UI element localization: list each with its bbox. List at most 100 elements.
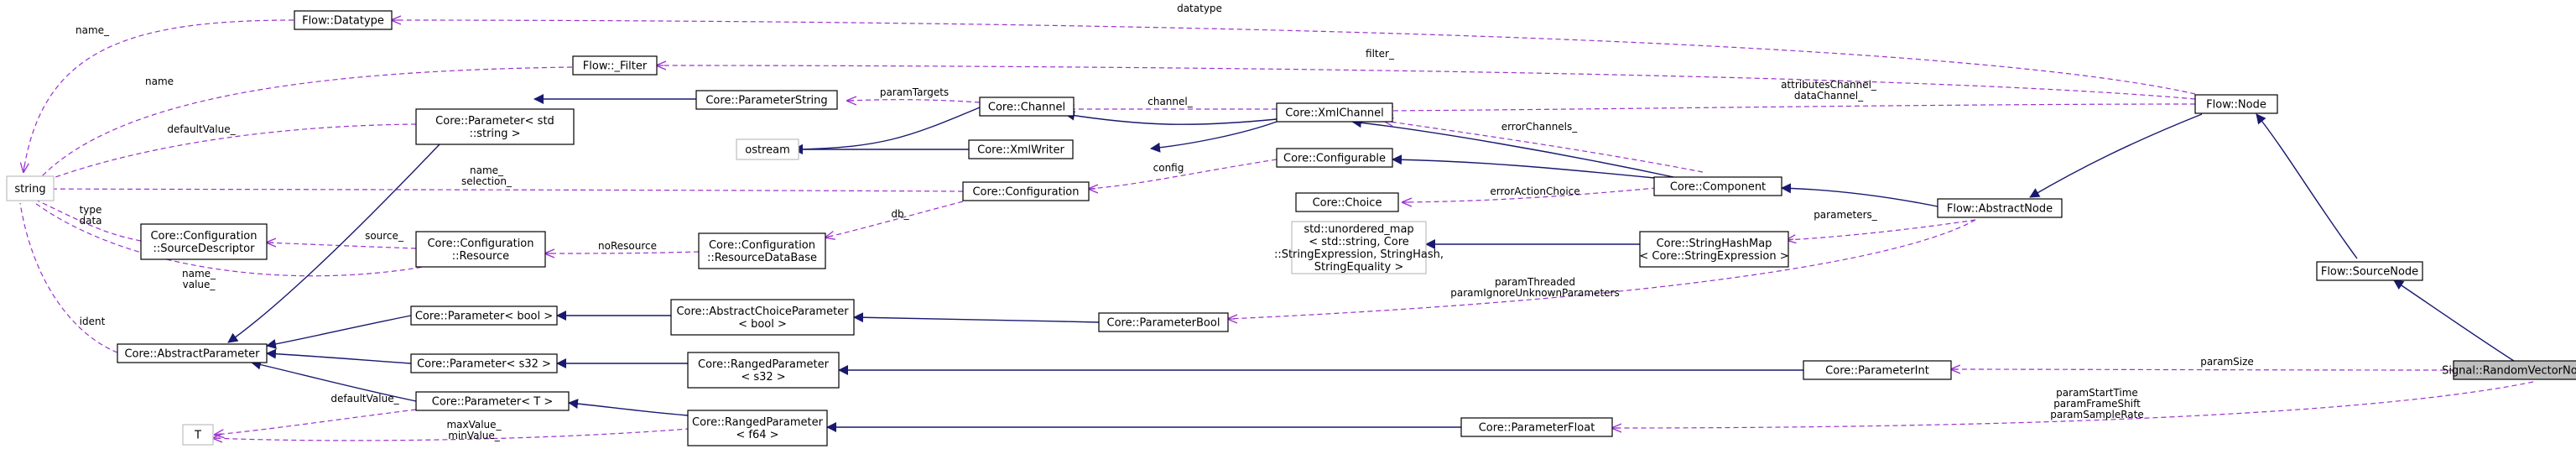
edge-label-error-channels: errorChannels_ <box>1501 121 1579 133</box>
node-core-configuration-resourcedatabase[interactable]: Core::Configuration::ResourceDataBase <box>698 232 826 269</box>
edge-label-line: paramTargets <box>880 86 949 98</box>
edge-label-config: config <box>1153 162 1184 174</box>
node-core-parameterbool[interactable]: Core::ParameterBool <box>1098 312 1229 332</box>
edge-label-line: parameters_ <box>1814 209 1878 221</box>
edge-filter <box>656 65 2196 100</box>
edge-error-action-choice <box>1402 185 1674 203</box>
edge-db <box>825 201 964 238</box>
edge-label-db: db_ <box>891 208 909 220</box>
node-box <box>1653 176 1782 196</box>
node-core-abstractchoiceparameter[interactable]: Core::AbstractChoiceParameter< bool > <box>670 299 855 336</box>
edge-label-param-targets: paramTargets <box>880 86 949 98</box>
edge-name-filter-string <box>41 66 573 177</box>
edge-labels: name_ datatype filter_ name paramTargets… <box>75 3 2254 441</box>
edge-label-line: paramIgnoreUnknownParameters <box>1450 287 1620 299</box>
edge-label-line: defaultValue_ <box>167 123 236 135</box>
node-core-xmlwriter[interactable]: Core::XmlWriter <box>968 139 1074 159</box>
node-box <box>962 181 1090 201</box>
node-label: ::ResourceDataBase <box>707 252 817 264</box>
edge-label-line: value_ <box>183 279 216 290</box>
node-signal-randomvectornode[interactable]: Signal::RandomVectorNode <box>2442 360 2576 380</box>
edge-label-name-top: name_ <box>75 24 110 36</box>
node-label: Core::XmlChannel <box>1285 107 1383 120</box>
edge-inh-parambool-abstract <box>266 315 412 349</box>
node-core-rangedparameter-s32[interactable]: Core::RangedParameter< s32 > <box>687 352 840 389</box>
edge-source <box>266 242 417 249</box>
node-label: Core::ParameterInt <box>1825 365 1929 378</box>
edge-label-line: paramStartTime <box>2056 387 2138 399</box>
edge-label-filter: filter_ <box>1366 48 1395 60</box>
node-label: < s32 > <box>741 371 785 384</box>
node-label: Core::Configuration <box>150 230 257 243</box>
node-core-parameter-std-string[interactable]: Core::Parameter< std::string > <box>415 108 575 145</box>
edge-type-data <box>31 197 142 242</box>
node-core-configuration[interactable]: Core::Configuration <box>962 181 1090 201</box>
node-label: Core::Parameter< std <box>435 115 554 128</box>
node-box <box>687 410 828 446</box>
node-std-unordered-map[interactable]: std::unordered_map< std::string, Core::S… <box>1274 221 1444 274</box>
node-label: string <box>14 183 45 196</box>
node-core-parameter-bool[interactable]: Core::Parameter< bool > <box>410 305 558 326</box>
node-core-configuration-resource[interactable]: Core::Configuration::Resource <box>415 231 546 268</box>
node-box <box>2194 94 2278 114</box>
node-core-choice[interactable]: Core::Choice <box>1295 192 1399 212</box>
edge-label-line: name_ <box>75 24 110 36</box>
node-core-rangedparameter-f64[interactable]: Core::RangedParameter< f64 > <box>687 410 828 446</box>
node-core-configuration-sourcedescriptor[interactable]: Core::Configuration::SourceDescriptor <box>140 223 268 260</box>
node-core-xmlchannel[interactable]: Core::XmlChannel <box>1276 102 1393 123</box>
node-flow-sourcenode[interactable]: Flow::SourceNode <box>2316 261 2423 281</box>
node-flow-node[interactable]: Flow::Node <box>2194 94 2278 114</box>
edge-inh-abstractnode-node <box>2029 113 2203 198</box>
node-flow-abstractnode[interactable]: Flow::AbstractNode <box>1937 198 2063 218</box>
edge-label-line: type <box>80 204 102 216</box>
node-label: Core::Configuration <box>972 186 1079 199</box>
node-box <box>1276 102 1393 123</box>
node-box <box>6 175 55 201</box>
node-box <box>415 391 570 411</box>
node-ostream[interactable]: ostream <box>736 138 799 160</box>
node-box <box>1639 231 1789 268</box>
edge-default-value-top <box>45 123 417 181</box>
node-core-parameterstring[interactable]: Core::ParameterString <box>695 90 838 110</box>
node-core-parameter-s32[interactable]: Core::Parameter< s32 > <box>410 353 558 373</box>
edge-param-start <box>1611 381 2534 429</box>
edge-parameters <box>1786 219 1976 241</box>
node-box <box>670 299 855 336</box>
edge-inh-sourcenode-abstractnode <box>2256 113 2358 259</box>
node-flow-filter[interactable]: Flow::_Filter <box>572 55 658 76</box>
edge-name-selection <box>31 188 964 192</box>
node-core-parameter-t[interactable]: Core::Parameter< T > <box>415 391 570 411</box>
edge-label-line: paramSize <box>2200 356 2254 368</box>
node-core-abstractparameter[interactable]: Core::AbstractParameter <box>117 343 268 363</box>
edge-config <box>1088 159 1278 190</box>
edge-inh-channel-ostream <box>793 107 981 154</box>
edge-label-line: errorActionChoice <box>1490 185 1579 197</box>
node-label: Core::AbstractParameter <box>124 348 260 361</box>
node-core-component[interactable]: Core::Component <box>1653 176 1782 196</box>
node-box <box>1291 221 1427 274</box>
node-box <box>294 10 393 30</box>
edge-inh-parameterbool-choice <box>853 312 1100 323</box>
node-label: ::StringExpression, StringHash, <box>1274 248 1444 261</box>
edge-label-parameters: parameters_ <box>1814 209 1878 221</box>
edge-label-line: defaultValue_ <box>330 393 399 405</box>
node-core-configurable[interactable]: Core::Configurable <box>1276 148 1393 168</box>
edge-label-line: dataChannel_ <box>1794 90 1864 102</box>
node-box <box>117 343 268 363</box>
node-string[interactable]: string <box>6 175 55 201</box>
node-core-channel[interactable]: Core::Channel <box>979 97 1075 117</box>
edge-label-datatype: datatype <box>1177 3 1222 14</box>
node-t[interactable]: T <box>182 424 214 446</box>
node-core-stringhashmap[interactable]: Core::StringHashMap< Core::StringExpress… <box>1639 231 1789 268</box>
edge-label-attributes: attributesChannel_dataChannel_ <box>1781 79 1877 102</box>
node-flow-datatype[interactable]: Flow::Datatype <box>294 10 393 30</box>
edge-label-param-size: paramSize <box>2200 356 2254 368</box>
edge-label-line: paramFrameShift <box>2053 398 2141 410</box>
edge-inh-xmlchannel-channel <box>1064 110 1278 125</box>
node-core-parameterfloat[interactable]: Core::ParameterFloat <box>1460 417 1613 437</box>
node-core-parameterint[interactable]: Core::ParameterInt <box>1803 360 1952 380</box>
edge-label-line: channel_ <box>1147 96 1193 107</box>
edges <box>19 19 2534 441</box>
node-box <box>2453 360 2576 380</box>
